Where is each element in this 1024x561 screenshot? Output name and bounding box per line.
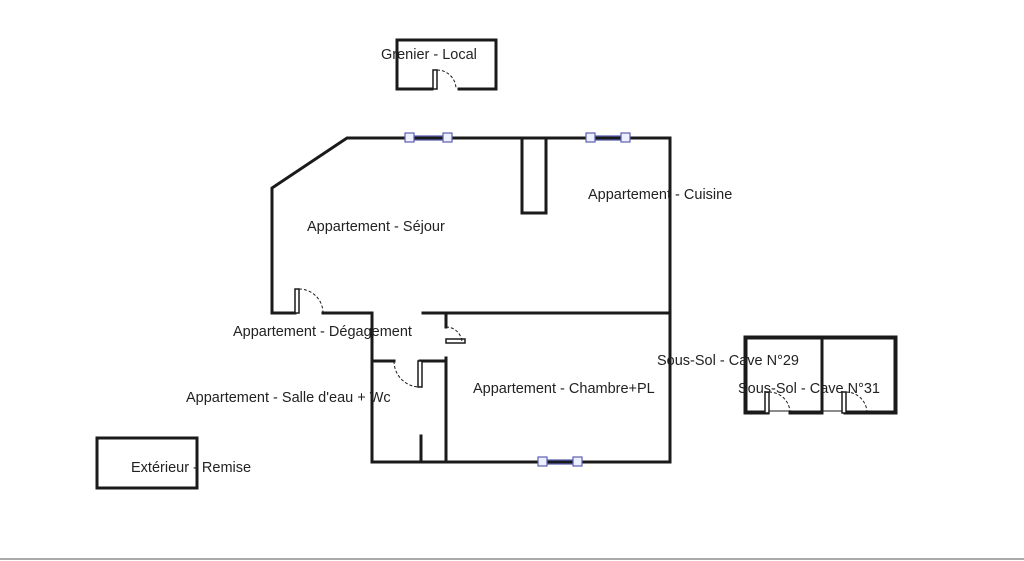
cave29-door-leaf [764, 391, 770, 414]
grenier-door-leaf [432, 69, 438, 90]
apartment-walls [270, 136, 672, 464]
window-cuisine [585, 132, 631, 143]
door-chambre [445, 326, 466, 344]
label-sejour: Appartement - Séjour [307, 219, 445, 235]
grenier-door-swing [436, 69, 457, 90]
label-cave31: Sous-Sol - Cave N°31 [738, 381, 880, 397]
door-sejour [294, 288, 324, 314]
door-sejour-swing [298, 288, 324, 314]
grenier-room [395, 38, 498, 91]
door-chambre-leaf [445, 338, 466, 344]
door-salle-eau-swing [393, 360, 419, 388]
grenier-walls [395, 38, 498, 91]
door-sejour-leaf [294, 288, 300, 314]
label-remise: Extérieur - Remise [131, 460, 251, 476]
door-salle-eau-leaf [417, 360, 423, 388]
door-chambre-swing [445, 326, 463, 344]
label-salle-eau: Appartement - Salle d'eau + Wc [186, 390, 391, 406]
cave31-door-swing [845, 391, 868, 414]
cave31-door-leaf [841, 391, 847, 414]
door-salle-eau [393, 360, 423, 388]
cave29-door-swing [768, 391, 791, 414]
caves-block [743, 335, 898, 415]
label-grenier: Grenier - Local [381, 47, 477, 63]
label-degagement: Appartement - Dégagement [233, 324, 412, 340]
label-chambre: Appartement - Chambre+PL [473, 381, 655, 397]
apartment-outline [270, 136, 672, 464]
label-cuisine: Appartement - Cuisine [588, 187, 732, 203]
kitchen-duct [520, 136, 548, 215]
label-cave29: Sous-Sol - Cave N°29 [657, 353, 799, 369]
window-chambre [537, 456, 583, 467]
window-sejour [404, 132, 453, 143]
remise-room [95, 436, 199, 490]
caves-inner-outline [746, 338, 895, 412]
